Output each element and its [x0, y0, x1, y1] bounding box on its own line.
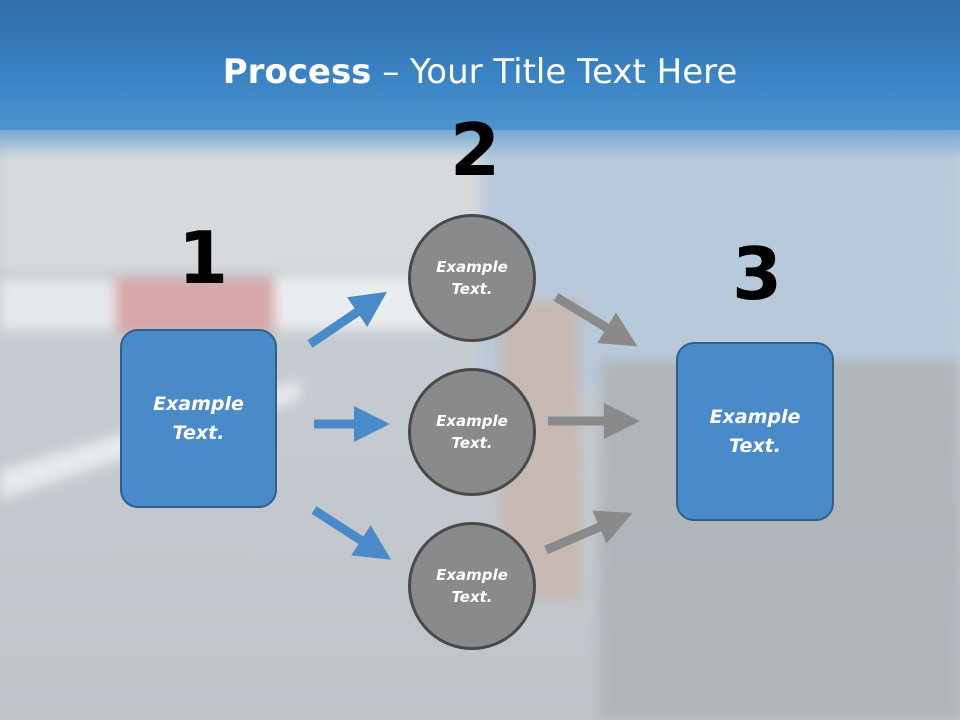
step-number-1: 1	[178, 216, 229, 300]
arrow-blue-down	[311, 506, 392, 560]
title-bar	[0, 0, 960, 130]
title-rest: – Your Title Text Here	[371, 52, 738, 92]
slide-title: Process – Your Title Text Here	[0, 52, 960, 92]
step-3-label: Example Text.	[709, 406, 801, 457]
step-2-circle-middle: Example Text.	[408, 368, 536, 496]
title-bar-fade	[0, 120, 960, 160]
title-bold: Process	[222, 52, 372, 92]
step-1-box: Example Text.	[120, 329, 277, 508]
arrow-gray-top	[553, 293, 638, 347]
step-1-label: Example Text.	[153, 393, 244, 444]
step-2-label-bottom: Example Text.	[436, 565, 508, 607]
arrow-blue-up	[307, 291, 387, 348]
step-2-circle-bottom: Example Text.	[408, 522, 536, 650]
step-2-circle-top: Example Text.	[408, 214, 536, 342]
step-3-box: Example Text.	[676, 342, 834, 521]
step-2-label-middle: Example Text.	[436, 411, 508, 453]
arrow-gray-bottom	[544, 510, 633, 555]
step-number-2: 2	[450, 108, 501, 192]
step-number-3: 3	[732, 232, 783, 316]
step-2-label-top: Example Text.	[436, 257, 508, 299]
